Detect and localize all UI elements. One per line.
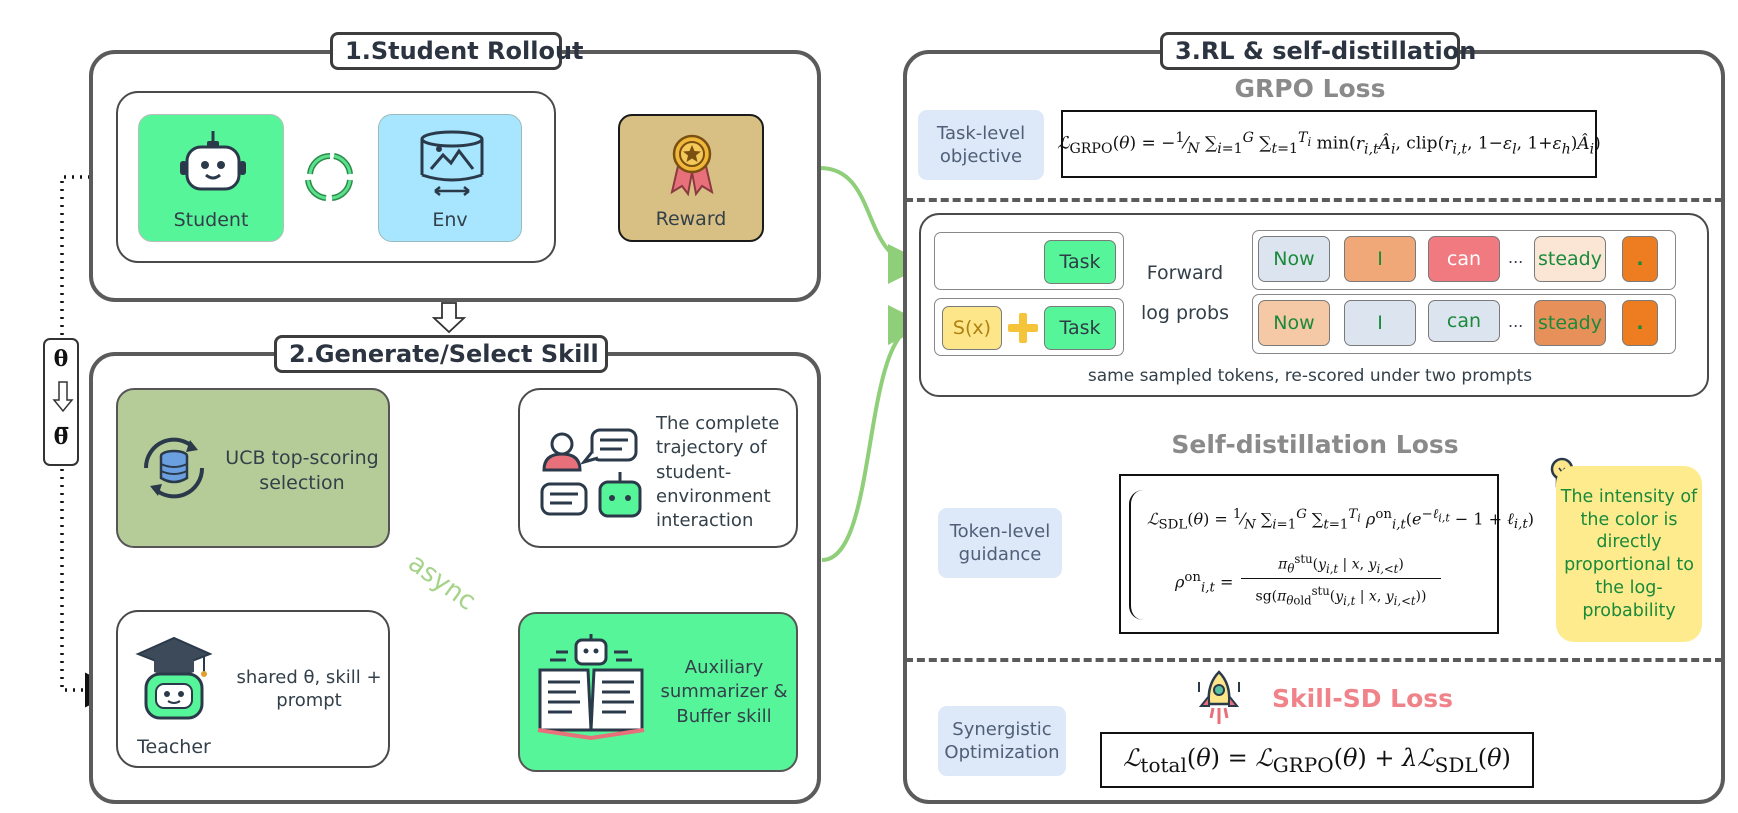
trajectory-card: The complete trajectory of student-envir… (518, 388, 798, 548)
token-period-2: . (1622, 300, 1658, 346)
cycle-icon (305, 152, 353, 201)
grpo-formula: ℒGRPO(θ) = −1⁄N ∑i=1G ∑t=1Ti min(ri,tÂi,… (1057, 110, 1601, 178)
token-steady-2: steady (1534, 300, 1606, 346)
plus-icon (1008, 313, 1038, 343)
reward-to-task-arrow (819, 166, 928, 284)
rl-selfdistill-title: 3.RL & self-distillation (1160, 32, 1476, 70)
token-can-1: can (1428, 236, 1500, 282)
teacher-label: Teacher (137, 736, 211, 758)
divider-2 (905, 658, 1723, 662)
token-period-1: . (1622, 236, 1658, 282)
graduation-robot-icon (135, 636, 213, 720)
task-token-1: Task (1044, 240, 1116, 284)
token-can-2: can (1428, 300, 1500, 342)
medal-icon (670, 134, 714, 197)
token-now-1: Now (1258, 236, 1330, 282)
student-rollout-title: 1.Student Rollout (330, 32, 584, 70)
self-distillation-title: Self-distillation Loss (1171, 430, 1459, 459)
grpo-loss-title: GRPO Loss (1234, 74, 1386, 103)
trajectory-to-skill-arrow (821, 305, 928, 562)
total-loss-formula: ℒtotal(θ) = ℒGRPO(θ) + λℒSDL(θ) (1100, 732, 1534, 788)
token-ellipsis-1: ... (1508, 248, 1524, 267)
student-label: Student (173, 209, 249, 231)
env-label: Env (432, 209, 468, 231)
robot-icon (180, 131, 246, 191)
auxiliary-card: Auxiliary summarizer & Buffer skill (518, 612, 798, 772)
env-card: Env (378, 114, 522, 242)
skill-sx-token: S(x) (942, 306, 1002, 350)
divider-1 (905, 198, 1723, 202)
ucb-card: UCB top-scoring selection (116, 388, 390, 548)
token-ellipsis-2: ... (1508, 312, 1524, 331)
database-cycle-icon (143, 437, 205, 499)
logprobs-label: log probs (1140, 302, 1230, 324)
bulb-note-text: The intensity of the color is directly p… (1560, 486, 1698, 621)
rescoring-caption: same sampled tokens, re-scored under two… (1087, 366, 1533, 386)
chat-person-icon (540, 428, 642, 518)
theta-down-arrow (52, 381, 74, 413)
vr-env-icon (420, 130, 484, 196)
bulb-note: The intensity of the color is directly p… (1556, 466, 1702, 642)
task-token-2: Task (1044, 306, 1116, 350)
token-now-2: Now (1258, 300, 1330, 346)
token-i-2: I (1344, 300, 1416, 346)
auxiliary-label: Auxiliary summarizer & Buffer skill (660, 657, 788, 727)
book-robot-icon (537, 634, 645, 741)
generate-skill-title: 2.Generate/Select Skill (274, 335, 608, 373)
hollow-down-arrow-1 (431, 302, 467, 334)
skill-sd-title: Skill-SD Loss (1272, 684, 1454, 713)
student-card: Student (138, 114, 284, 242)
task-level-tag: Task-level objective (918, 110, 1044, 180)
reward-label: Reward (655, 208, 727, 230)
sdl-formula: ℒSDL(θ) = 1⁄N ∑i=1G ∑t=1Ti ρoni,t(e−ℓi,t… (1119, 474, 1534, 634)
ucb-label: UCB top-scoring selection (225, 447, 379, 494)
trajectory-label: The complete trajectory of student-envir… (656, 413, 780, 532)
theta-label: θ (53, 346, 69, 372)
token-steady-1: steady (1534, 236, 1606, 282)
shared-theta-label: shared θ, skill + prompt (236, 667, 382, 712)
reward-card: Reward (618, 114, 764, 242)
forward-label: Forward (1146, 262, 1224, 284)
synergistic-tag: Synergistic Optimization (938, 706, 1066, 776)
theta-bar-label: θ̅ (53, 424, 69, 450)
token-level-tag: Token-level guidance (938, 508, 1062, 578)
theta-box: θ θ̅ (43, 338, 79, 466)
teacher-card: Teacher shared θ, skill + prompt (116, 610, 390, 768)
token-i-1: I (1344, 236, 1416, 282)
rocket-icon (1198, 670, 1240, 724)
